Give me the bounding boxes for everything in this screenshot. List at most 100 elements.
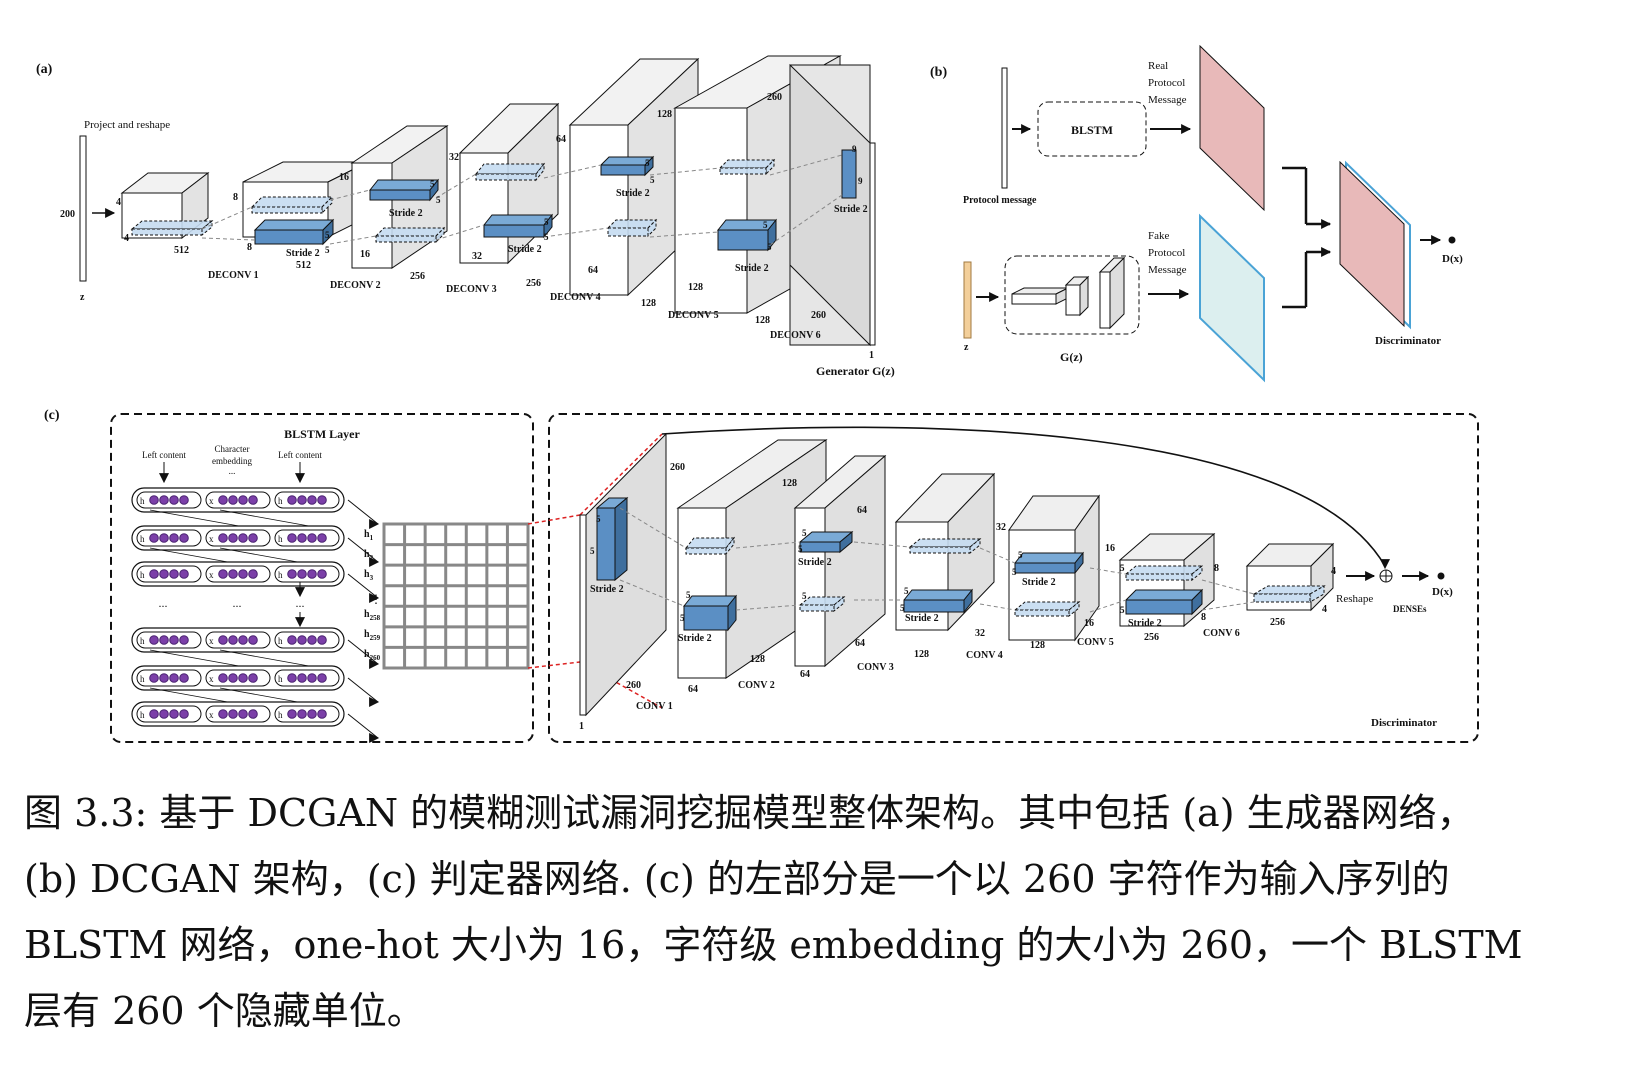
blstm-cell-var: h (278, 570, 283, 580)
conv-projection-line-1 (619, 579, 685, 607)
neuron-dot (179, 673, 189, 683)
rows-ellipsis: ... (296, 596, 305, 610)
real-message-label: Protocol (1148, 77, 1185, 89)
kernel-size-5: 5 (544, 232, 549, 242)
blstm-cell (136, 491, 202, 509)
conv-3-width: 64 (800, 669, 810, 680)
conv-kernel-size-3: 5 (680, 613, 685, 623)
kernel-size-2: 5 (430, 179, 435, 189)
protocol-message-vector (1001, 67, 1008, 189)
output-height: 260 (767, 92, 782, 103)
conv6-kernel-front (1125, 599, 1193, 615)
neuron-dot (179, 709, 189, 719)
blstm-cell (205, 705, 271, 723)
deconv-4-kernel (482, 213, 554, 239)
conv-3-height: 64 (857, 505, 867, 516)
kernel-size-1: 5 (325, 245, 330, 255)
hidden-state-label: h2 (364, 549, 374, 562)
deconv-4-kernel-upper-front (475, 173, 537, 181)
blstm-cell (274, 529, 340, 547)
conv3-kernel-front (799, 541, 841, 553)
conv-projection-line-0 (619, 507, 687, 549)
stride-label-a-1: Stride 2 (389, 208, 423, 219)
neuron-dot (169, 635, 179, 645)
deconv-5-kernel-lower-side (647, 218, 657, 238)
conv-kernel-size-6: 5 (802, 591, 807, 601)
blstm-cell-var: h (140, 674, 145, 684)
architecture-figure: (a)Project and reshape200z44512885121616… (36, 44, 1479, 744)
conv3-kernel-lower-front (799, 604, 835, 612)
conv-4-depth: 32 (975, 628, 985, 639)
blstm-cell (136, 565, 202, 583)
blstm-cell-var: h (140, 570, 145, 580)
caption-line: 图 3.3: 基于 DCGAN 的模糊测试漏洞挖掘模型整体架构。其中包括 (a)… (24, 791, 1475, 835)
neuron-dot (218, 635, 228, 645)
conv-4-height: 32 (996, 522, 1006, 533)
deconv-3-kernel-upper-top (368, 179, 440, 191)
neuron-dot (179, 533, 189, 543)
deconv-5-name: DECONV 5 (668, 310, 719, 321)
z-dim-label: 200 (60, 209, 75, 220)
deconv-3-kernel-lower-top (374, 227, 446, 237)
neuron-dot (248, 709, 258, 719)
rows-ellipsis: ... (159, 596, 168, 610)
neuron-dot (248, 569, 258, 579)
stride-label-a-3: Stride 2 (616, 188, 650, 199)
neuron-dot (149, 533, 159, 543)
deconv-2-name: DECONV 2 (330, 280, 381, 291)
dense-input-width: 256 (1270, 617, 1285, 628)
real-message-label: Message (1148, 94, 1187, 106)
neuron-dot (218, 569, 228, 579)
deconv-2-kernel-upper-top (250, 196, 334, 208)
panel-a-tag: (a) (36, 62, 53, 77)
conv5-kernel (1013, 551, 1085, 575)
conv1-kernel-side (614, 496, 628, 582)
caption-line: (b) DCGAN 架构，(c) 判定器网络. (c) 的左部分是一个以 260… (24, 857, 1450, 901)
neuron-dot (307, 569, 317, 579)
real-message-sheet (1199, 44, 1265, 212)
deconv-1-name: DECONV 1 (208, 270, 259, 281)
neuron-dot (159, 673, 169, 683)
caption-line: 层有 260 个隐藏单位。 (24, 989, 425, 1033)
reshape-arrow-head (1365, 570, 1376, 582)
conv-kernel-size-11: 5 (1120, 563, 1125, 573)
row-to-grid-arrow-head (369, 658, 380, 670)
conv-6-height: 8 (1214, 563, 1219, 574)
neuron-dot (307, 635, 317, 645)
conv-2-name: CONV 2 (738, 680, 775, 691)
neuron-dot (317, 533, 327, 543)
conv-kernel-size-2: 5 (686, 590, 691, 600)
msg-to-blstm-arrow-head (1021, 123, 1032, 135)
conv-5-width: 128 (1030, 640, 1045, 651)
neuron-dot (297, 673, 307, 683)
deconv-2-kernel-front (254, 229, 324, 245)
deconv-4-height: 32 (449, 152, 459, 163)
blstm-label: BLSTM (1071, 123, 1113, 137)
recurrent-link (219, 649, 321, 669)
neuron-dot (248, 495, 258, 505)
conv-3-name: CONV 3 (857, 662, 894, 673)
blstm-cell-var: h (278, 534, 283, 544)
projection-line-11 (769, 194, 843, 246)
deconv-6-kernel-upper (718, 158, 776, 176)
deconv-2-width: 8 (247, 242, 252, 253)
conv6-kernel (1124, 588, 1204, 616)
deconv-4-kernel-top (482, 214, 554, 226)
conv4-kernel-upper-top (908, 538, 982, 548)
neuron-dot (169, 569, 179, 579)
deconv-6-kernel-upper-top (718, 159, 776, 169)
deconv-5-kernel-upper-front (600, 164, 646, 176)
left-content-arrow-2-head (294, 473, 306, 484)
z-to-deconv1-arrow-head (105, 207, 116, 219)
neuron-dot (248, 673, 258, 683)
panel-b-discriminator-label: Discriminator (1375, 335, 1441, 347)
blstm-block (1037, 101, 1147, 157)
hidden-state-matrix (382, 522, 530, 670)
deconv-3-kernel-upper (368, 178, 440, 202)
conv4-kernel-upper-side (969, 537, 981, 555)
conv-projection-line-3 (735, 604, 801, 611)
conv1-height: 260 (670, 462, 685, 473)
conv-6-name: CONV 6 (1203, 628, 1240, 639)
recurrent-link (149, 509, 251, 529)
deconv-6-height: 128 (657, 109, 672, 120)
